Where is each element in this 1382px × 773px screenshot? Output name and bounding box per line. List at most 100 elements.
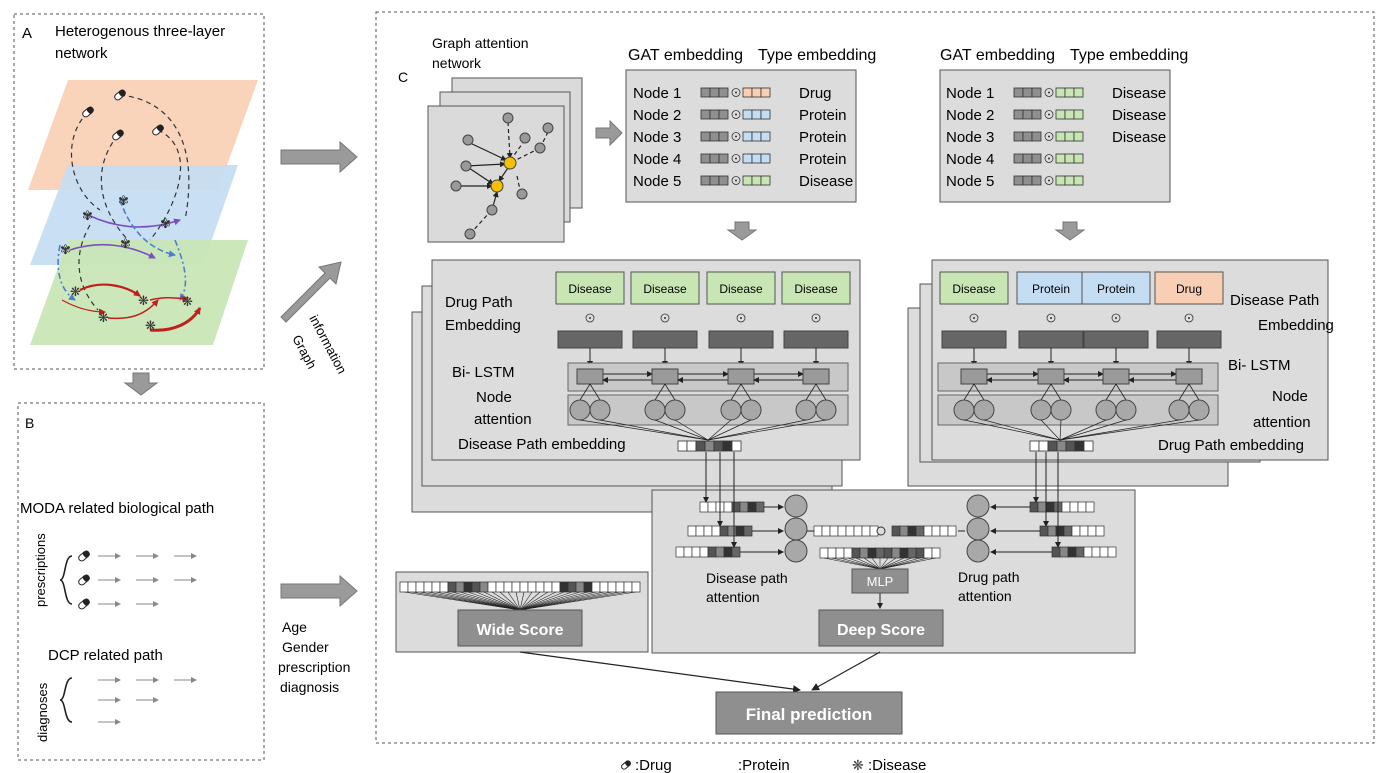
prescription-paths: [78, 550, 197, 610]
feature-vector: [891, 525, 957, 537]
arrow-network-to-gat: [280, 140, 358, 174]
path-node-label: Disease: [719, 282, 763, 296]
path-hidden-state: [632, 330, 698, 349]
dcp-title: DCP related path: [48, 647, 163, 664]
protein-nodes: ✾ ✾ ✾ ✾ ✾: [60, 193, 171, 257]
embedding-vector: [700, 109, 771, 120]
demo-diagnosis: diagnosis: [280, 679, 339, 695]
lstm-cell: [802, 368, 830, 385]
attention-node: [973, 399, 995, 421]
attention-node: [784, 539, 808, 563]
drug-icon: [78, 598, 90, 610]
concat-operator: [876, 526, 886, 536]
wide-feature-cell: [607, 581, 617, 593]
attention-node: [795, 399, 817, 421]
demo-gender: Gender: [282, 639, 329, 655]
wide-feature-cell: [535, 581, 545, 593]
wide-feature-cell: [575, 581, 585, 593]
graph-info-line1: Graph: [289, 332, 319, 371]
bilstm-layer: [937, 362, 1219, 392]
drug-layer: [28, 80, 258, 190]
panel-b-letter: B: [25, 415, 34, 431]
mlp-box: [851, 568, 909, 594]
demo-age: Age: [282, 619, 307, 635]
lstm-cell: [651, 368, 679, 385]
path-node-box: Disease: [781, 271, 851, 305]
path-node-label: Protein: [1032, 282, 1070, 296]
attention-node: [644, 399, 666, 421]
disease-icon: ❋: [98, 310, 109, 325]
path-embedding-cell: [731, 440, 742, 452]
deep-module: Disease path attention Drug path attenti…: [651, 452, 1136, 654]
node-type-label: Disease: [799, 173, 853, 190]
middle-connectors: Graph information Age Gender prescriptio…: [278, 140, 358, 695]
attention-node: [966, 539, 990, 563]
protein-icon: ✾: [120, 236, 131, 251]
attention-node: [1188, 399, 1210, 421]
disease-icon: ❋: [145, 318, 156, 333]
embedding-vector: [1013, 153, 1084, 164]
path-node-label: Disease: [643, 282, 687, 296]
path-embedding-cell: [722, 440, 733, 452]
attention-node: [569, 399, 591, 421]
embedding-vector: [1013, 109, 1084, 120]
drug-att-line1: Drug path: [958, 569, 1019, 585]
disease-att-line2: attention: [706, 589, 760, 605]
attention-node: [740, 399, 762, 421]
path-node-label: Disease: [952, 282, 996, 296]
wide-feature-cell: [455, 581, 465, 593]
drug-path-title-line2: Embedding: [445, 317, 521, 334]
wide-score-box: [457, 609, 583, 647]
embedding-vector: [1013, 131, 1084, 142]
gat-focus-node: [503, 156, 517, 170]
wide-feature-cell: [623, 581, 633, 593]
feature-vector: [1051, 546, 1117, 558]
demo-prescription: prescription: [278, 659, 350, 675]
feature-vector: [1039, 525, 1105, 537]
embedding-row: Node 5: [946, 173, 1084, 190]
attention-node: [784, 494, 808, 518]
drug-path-title-line1: Drug Path: [445, 294, 513, 311]
embedding-row: Node 4: [946, 151, 1084, 168]
deep-score-label: Deep Score: [837, 622, 925, 639]
protein-icon: ✾: [160, 216, 171, 231]
drug-path-module: Drug Path Embedding Bi- LSTM Node attent…: [411, 259, 861, 513]
attention-node: [720, 399, 742, 421]
attention-node: [1030, 399, 1052, 421]
drug-icon: [82, 106, 94, 118]
wide-feature-cell: [399, 581, 409, 593]
feature-vector: [819, 547, 941, 559]
gat-focus-node: [490, 179, 504, 193]
wide-feature-cell: [559, 581, 569, 593]
drug-icon: [114, 89, 126, 101]
node-type-label: Disease: [1112, 85, 1166, 102]
disease-path-title-line1: Disease Path: [1230, 292, 1319, 309]
node-label: Node 3: [946, 129, 994, 146]
final-module: Final prediction: [519, 651, 903, 735]
embedding-vector: [700, 153, 771, 164]
legend-drug-label: :Drug: [635, 757, 672, 773]
path-embedding-cell: [1029, 440, 1040, 452]
node-label: Node 2: [946, 107, 994, 124]
drug-path-bilstm: Bi- LSTM: [452, 364, 515, 381]
protein-links: [57, 199, 187, 301]
prescription-path-row: [78, 550, 197, 562]
path-node-label: Disease: [794, 282, 838, 296]
wide-feature-cell: [495, 581, 505, 593]
prescription-path-row: [78, 598, 159, 610]
wide-feature-cell: [551, 581, 561, 593]
deep-score-box: [818, 609, 944, 647]
disease-icon: ❋: [138, 293, 149, 308]
node-label: Node 5: [633, 173, 681, 190]
node-label: Node 4: [633, 151, 681, 168]
arrow-gat-to-table: [595, 119, 623, 147]
final-prediction-box: [715, 691, 903, 735]
wide-feature-cell: [567, 581, 577, 593]
wide-feature-cell: [599, 581, 609, 593]
path-embedding-cell: [695, 440, 706, 452]
protein-icon: ✾: [118, 193, 129, 208]
path-node-label: Drug: [1176, 282, 1202, 296]
